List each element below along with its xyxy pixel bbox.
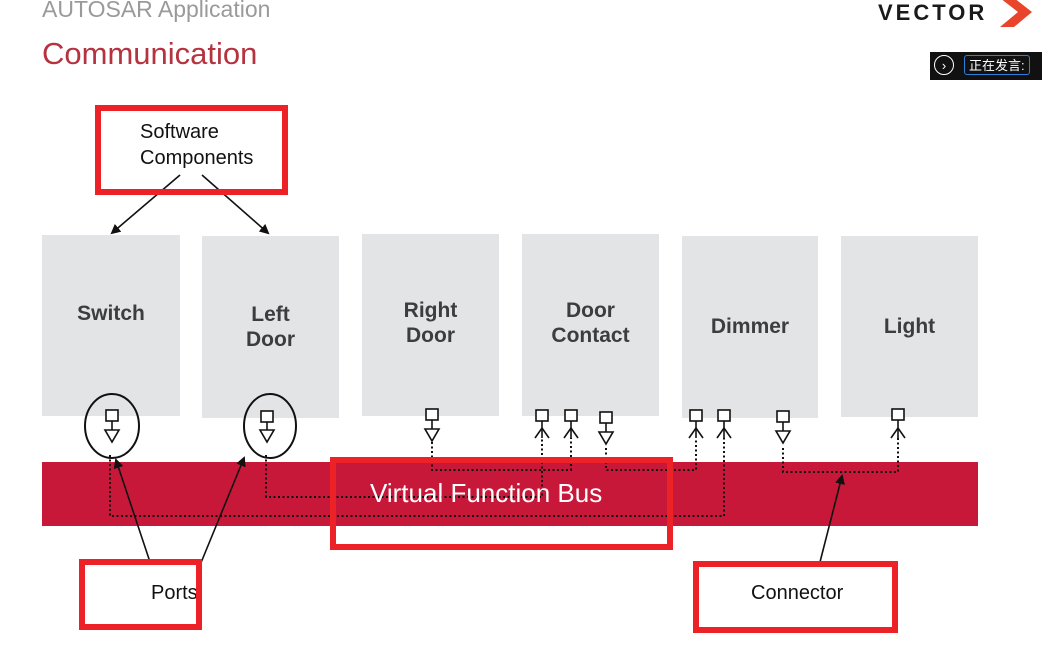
slide-subtitle: AUTOSAR Application	[42, 0, 271, 22]
require-port-icon	[688, 409, 704, 439]
arrow-to-left-door-port	[197, 456, 246, 571]
provide-port-icon	[258, 410, 276, 444]
component-label: Left Door	[246, 303, 295, 351]
connector-dimmer-light	[782, 438, 899, 473]
logo-text: VECTOR	[878, 0, 988, 25]
component-left-door: Left Door	[202, 236, 339, 418]
provide-ports	[103, 408, 792, 446]
speaking-indicator[interactable]: › 正在发言:	[930, 52, 1042, 80]
highlight-software-components	[95, 105, 288, 195]
component-right-door: Right Door	[362, 234, 499, 416]
highlight-ports	[79, 559, 202, 630]
callout-arrows	[110, 174, 845, 571]
provide-port-icon	[597, 411, 615, 446]
callout-connector: Connector	[751, 582, 844, 604]
arrow-to-switch	[110, 174, 181, 235]
vector-logo: VECTOR	[878, 0, 1038, 30]
chevron-right-icon[interactable]: ›	[934, 55, 954, 75]
highlight-connector	[693, 561, 898, 633]
require-port-icon	[534, 409, 550, 439]
arrow-to-connector	[819, 474, 845, 563]
speaking-label: 正在发言:	[964, 55, 1030, 75]
highlight-virtual-function-bus	[330, 457, 673, 550]
port-oval-switch	[84, 393, 140, 459]
component-label: Dimmer	[710, 315, 790, 338]
arrow-to-switch-port	[113, 458, 151, 563]
slide-title: Communication	[42, 36, 258, 71]
connector-rightdoor-doorcontact	[431, 438, 572, 471]
port-oval-left-door	[243, 393, 297, 459]
component-light: Light	[841, 236, 978, 417]
callout-ports: Ports	[151, 582, 198, 604]
component-label: Light	[883, 315, 936, 338]
provide-port-icon	[103, 409, 121, 444]
component-dimmer: Dimmer	[682, 236, 818, 418]
bus-label: Virtual Function Bus	[370, 478, 603, 508]
provide-port-icon	[774, 410, 792, 445]
callout-software-components: Software Components	[140, 121, 254, 169]
connector-leftdoor-doorcontact	[265, 438, 543, 498]
component-door-contact: Door Contact	[522, 234, 659, 416]
component-switch: Switch	[42, 235, 180, 416]
component-label: Switch	[77, 302, 145, 325]
require-ports	[534, 408, 906, 439]
arrow-to-left-door	[201, 174, 270, 235]
logo-chevron-icon	[1000, 0, 1032, 27]
require-port-icon	[716, 409, 732, 439]
component-label: Door Contact	[551, 299, 630, 347]
component-label: Right Door	[403, 299, 458, 347]
require-port-icon	[563, 409, 579, 439]
provide-port-icon	[423, 408, 441, 443]
require-port-icon	[890, 408, 906, 439]
